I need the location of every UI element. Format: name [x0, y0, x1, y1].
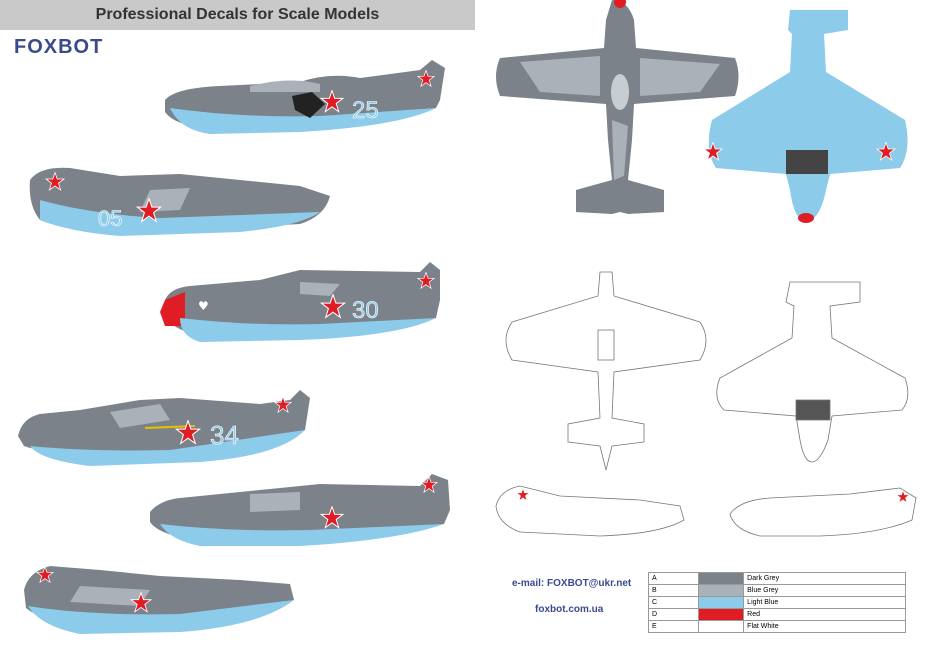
aircraft-profile-3: ♥ 30 [160, 262, 440, 342]
legend-row: B Blue Grey [647, 584, 906, 597]
stencil-side-view-right [729, 487, 917, 537]
legend-letter: B [647, 584, 700, 597]
header-title: Professional Decals for Scale Models [95, 6, 380, 23]
stencil-bottom-view [716, 281, 909, 463]
legend-name: Flat White [743, 620, 906, 633]
stencil-side-view-left [495, 485, 685, 537]
legend-row: E Flat White [647, 620, 906, 633]
bottom-view-aircraft [703, 10, 908, 223]
svg-text:♥: ♥ [198, 299, 209, 313]
legend-name: Blue Grey [743, 584, 906, 597]
top-view-aircraft [496, 0, 739, 214]
contact-site: foxbot.com.ua [535, 604, 604, 615]
aircraft-profile-2: 05 [29, 167, 330, 236]
legend-swatch [698, 608, 745, 621]
legend-row: A Dark Grey [647, 572, 906, 585]
tail-number-4: 34 [210, 420, 239, 450]
legend-swatch [698, 572, 745, 585]
legend-letter: A [647, 572, 700, 585]
stencil-top-view [505, 271, 707, 471]
brand-logo: FOXBOT [14, 36, 104, 58]
tail-number-3: 30 [352, 297, 379, 324]
tail-number-2: 05 [98, 206, 122, 231]
legend-row: D Red [647, 608, 906, 621]
legend-swatch [698, 620, 745, 633]
legend-swatch [698, 584, 745, 597]
tail-number-1: 25 [352, 97, 379, 124]
legend-name: Light Blue [743, 596, 906, 609]
legend-name: Red [743, 608, 906, 621]
legend-letter: C [647, 596, 700, 609]
legend-row: C Light Blue [647, 596, 906, 609]
color-legend-table: A Dark Grey B Blue Grey C Light Blue D R… [647, 572, 906, 633]
aircraft-profile-4: 34 [18, 390, 310, 466]
aircraft-profile-6 [24, 566, 294, 634]
legend-letter: D [647, 608, 700, 621]
legend-name: Dark Grey [743, 572, 906, 585]
legend-swatch [698, 596, 745, 609]
aircraft-profile-5 [150, 474, 450, 546]
contact-email: e-mail: FOXBOT@ukr.net [512, 578, 632, 589]
legend-letter: E [647, 620, 700, 633]
aircraft-profile-1: 25 [165, 60, 445, 134]
header-bar: Professional Decals for Scale Models [0, 0, 475, 30]
